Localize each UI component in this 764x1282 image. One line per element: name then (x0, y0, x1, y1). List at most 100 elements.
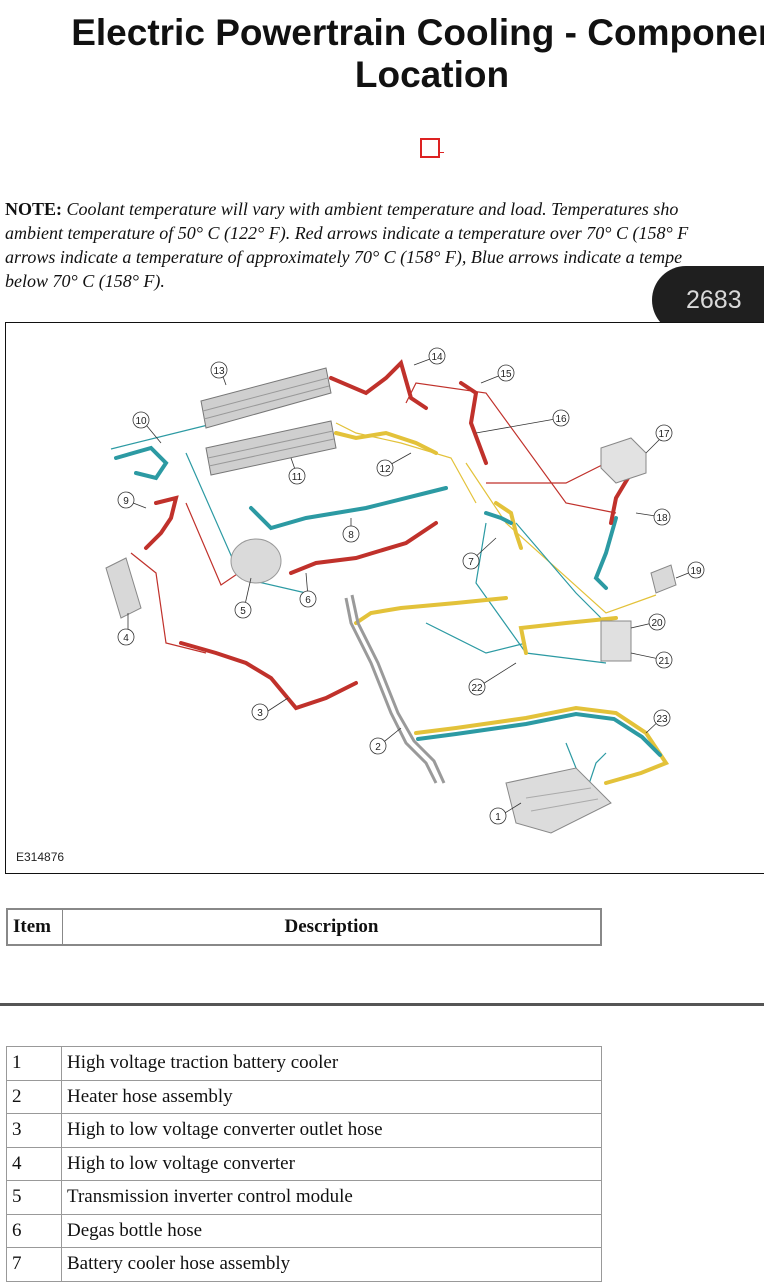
callout-21-label: 21 (658, 656, 670, 667)
hose-9 (144, 495, 179, 550)
item-number: 6 (6, 1213, 62, 1248)
hose-12 (334, 430, 438, 455)
callout-14-label: 14 (431, 352, 443, 363)
callout-22-label: 22 (471, 683, 483, 694)
callout-8-label: 8 (348, 530, 354, 541)
callout-5 (234, 601, 252, 619)
hose-18-lower (593, 516, 618, 590)
hose-6 (289, 521, 438, 575)
route-line-red (405, 382, 617, 514)
callout-6-label: 6 (305, 595, 311, 606)
figure-id: E314876 (16, 850, 65, 864)
callout-9-label: 9 (123, 496, 129, 507)
callout-5-label: 5 (240, 606, 246, 617)
callout-15-label: 15 (500, 369, 512, 380)
callout-14 (428, 347, 446, 365)
callout-1 (489, 807, 507, 825)
hose-18 (609, 471, 633, 525)
callout-20 (648, 613, 666, 631)
page-title: Electric Powertrain Cooling - Component … (0, 12, 764, 96)
item-description: High voltage traction battery cooler (61, 1046, 602, 1081)
pump-19 (650, 564, 677, 594)
callout-12-label: 12 (379, 464, 391, 475)
callout-17 (655, 424, 673, 442)
route-line-teal (110, 422, 217, 450)
callout-15 (497, 364, 515, 382)
callout-13-label: 13 (213, 366, 225, 377)
callout-7 (462, 552, 480, 570)
item-description: High to low voltage converter outlet hos… (61, 1113, 602, 1148)
callout-13 (210, 361, 228, 379)
item-number: 2 (6, 1079, 62, 1114)
callout-16-label: 16 (555, 414, 567, 425)
item-header-table: Item Description (6, 908, 602, 946)
item-description: Battery cooler hose assembly (61, 1247, 602, 1282)
callout-2-label: 2 (375, 742, 381, 753)
hose-23b (416, 711, 662, 757)
callout-layer: 1 2 3 4 5 6 7 8 9 10 11 12 13 14 15 16 1… (117, 347, 705, 825)
hose-10 (114, 445, 169, 481)
item-description: Degas bottle hose (61, 1213, 602, 1248)
item-number: 1 (6, 1046, 62, 1081)
callout-20-label: 20 (651, 618, 663, 629)
hose-7 (494, 501, 523, 550)
callout-22 (468, 678, 486, 696)
callout-8 (342, 525, 360, 543)
note-text: Coolant temperature will vary with ambie… (5, 199, 689, 291)
note-label: NOTE: (5, 199, 63, 219)
callout-10 (132, 411, 150, 429)
hose-2-top (354, 596, 508, 625)
callout-4 (117, 628, 135, 646)
image-placeholder-icon[interactable] (420, 138, 444, 158)
radiator-11 (205, 420, 337, 476)
route-line-red (486, 462, 607, 484)
callout-18 (653, 508, 671, 526)
cooling-diagram (105, 355, 697, 834)
item-description: High to low voltage converter (61, 1146, 602, 1181)
item-description: Transmission inverter control module (61, 1180, 602, 1215)
item-number: 4 (6, 1146, 62, 1181)
manifold-20-21 (600, 620, 632, 662)
header-description: Description (62, 908, 602, 946)
callout-12 (376, 459, 394, 477)
callout-23 (653, 709, 671, 727)
item-number: 5 (6, 1180, 62, 1215)
route-line-yellow (465, 462, 657, 614)
item-description: Heater hose assembly (61, 1079, 602, 1114)
route-line-teal (515, 522, 607, 624)
callout-21 (655, 651, 673, 669)
hose-15 (459, 381, 488, 465)
callout-16 (552, 409, 570, 427)
hose-8 (249, 486, 448, 531)
battery-cooler-1 (505, 767, 612, 834)
route-line-teal (475, 522, 607, 664)
callout-10-label: 10 (135, 416, 147, 427)
header-item: Item (6, 908, 63, 946)
callout-19 (687, 561, 705, 579)
route-line-teal (425, 622, 527, 654)
hose-7b (484, 511, 513, 525)
route-line-red (130, 552, 207, 654)
callout-23-label: 23 (656, 714, 668, 725)
callout-9 (117, 491, 135, 509)
hose-3 (179, 641, 358, 711)
callout-19-label: 19 (690, 566, 702, 577)
note-paragraph: NOTE: Coolant temperature will vary with… (5, 197, 764, 293)
radiator-13 (200, 367, 332, 429)
hose-22 (518, 616, 618, 655)
hose-14 (329, 359, 428, 410)
callout-11-label: 11 (292, 472, 303, 483)
section-divider (0, 1003, 764, 1006)
callout-6 (299, 590, 317, 608)
callout-2 (369, 737, 387, 755)
dc-dc-converter-4 (105, 557, 142, 619)
item-number: 3 (6, 1113, 62, 1148)
route-line-yellow (335, 422, 477, 504)
hose-23 (414, 705, 670, 785)
